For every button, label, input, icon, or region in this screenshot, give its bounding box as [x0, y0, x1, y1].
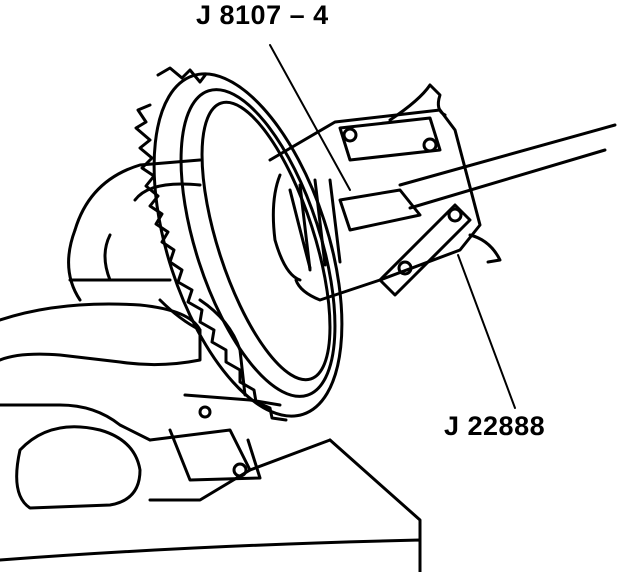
leader-line-lower [457, 254, 516, 409]
leader-line-upper [269, 44, 351, 191]
ring-gear [134, 66, 344, 422]
tool-label-j22888: J 22888 [444, 411, 546, 441]
bearing-puller [268, 83, 502, 302]
tool-label-j8107-4: J 8107 – 4 [196, 0, 329, 30]
vise-base [0, 302, 422, 572]
forcing-screw [398, 123, 617, 210]
differential-carrier [67, 158, 282, 407]
